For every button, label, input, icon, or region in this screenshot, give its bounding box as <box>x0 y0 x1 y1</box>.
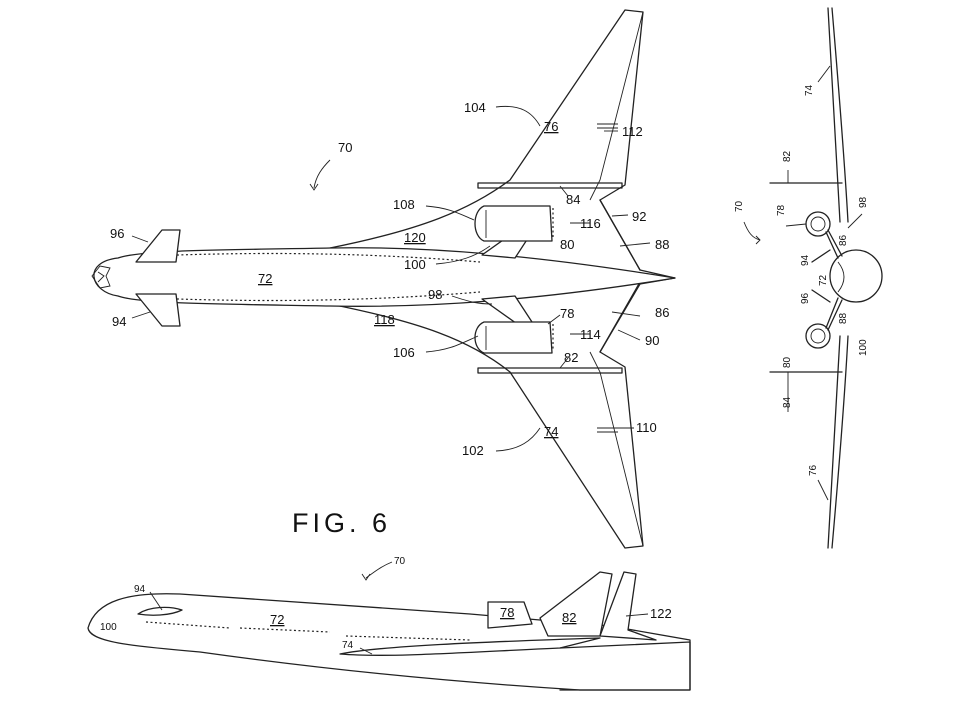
label-94: 94 <box>112 314 126 329</box>
front-lower-wing <box>827 335 849 549</box>
upper-engine <box>474 205 553 242</box>
label-104: 104 <box>464 100 486 115</box>
label-108: 108 <box>393 197 415 212</box>
front-label-100: 100 <box>858 339 869 356</box>
lower-wing <box>329 281 644 549</box>
label-92: 92 <box>632 209 646 224</box>
front-label-96: 96 <box>800 292 811 304</box>
front-view-leaders <box>743 65 863 501</box>
label-86: 86 <box>655 305 669 320</box>
lower-engine <box>474 321 553 354</box>
cockpit <box>91 265 111 289</box>
label-70: 70 <box>338 140 352 155</box>
lower-fin <box>477 367 623 374</box>
label-90: 90 <box>645 333 659 348</box>
figure-title: FIG. 6 <box>292 508 391 538</box>
label-88: 88 <box>655 237 669 252</box>
side-wing <box>339 637 601 656</box>
side-canard <box>137 606 183 616</box>
side-label-122: 122 <box>650 606 672 621</box>
side-view-labels: 70 94 100 72 74 78 82 122 <box>100 556 672 651</box>
upper-aileron <box>597 123 618 129</box>
front-fuselage <box>829 249 883 303</box>
top-view-leaders <box>131 105 651 452</box>
side-label-74: 74 <box>342 640 354 651</box>
side-label-78: 78 <box>500 605 514 620</box>
label-102: 102 <box>462 443 484 458</box>
side-aft-block <box>559 641 691 691</box>
upper-canard <box>135 229 181 263</box>
label-118: 118 <box>374 312 395 327</box>
front-label-76: 76 <box>808 464 819 476</box>
label-84: 84 <box>566 192 580 207</box>
label-110: 110 <box>636 420 657 435</box>
label-114: 114 <box>580 327 601 342</box>
side-view: 70 94 100 72 74 78 82 122 <box>87 556 691 691</box>
label-82: 82 <box>564 350 578 365</box>
side-label-82: 82 <box>562 610 576 625</box>
side-view-leaders <box>149 561 649 655</box>
side-engine <box>487 601 533 629</box>
label-80: 80 <box>560 237 574 252</box>
label-72: 72 <box>258 271 272 286</box>
side-tail <box>599 571 657 641</box>
side-windows-fore <box>145 621 231 629</box>
lower-wing-trailing <box>589 351 644 547</box>
side-label-100: 100 <box>100 622 117 633</box>
front-lower-engine <box>805 323 831 349</box>
front-label-78: 78 <box>776 204 787 216</box>
fuselage <box>93 247 676 307</box>
upper-wing <box>329 9 644 271</box>
front-fuselage-detail <box>837 261 845 293</box>
label-116: 116 <box>580 216 601 231</box>
front-pylons <box>825 229 843 331</box>
upper-window-row <box>149 252 481 263</box>
upper-wing-trailing <box>589 11 644 201</box>
label-106: 106 <box>393 345 415 360</box>
front-label-70: 70 <box>734 200 745 212</box>
label-74: 74 <box>544 424 558 439</box>
lower-window-row <box>149 291 481 302</box>
label-112: 112 <box>622 124 643 139</box>
side-fuselage <box>87 593 691 691</box>
label-96: 96 <box>110 226 124 241</box>
label-98: 98 <box>428 287 442 302</box>
front-label-82: 82 <box>782 150 793 162</box>
label-76: 76 <box>544 119 558 134</box>
front-upper-wing <box>827 7 849 223</box>
front-label-84: 84 <box>782 396 793 408</box>
side-windows-mid <box>239 627 331 633</box>
upper-fin <box>477 182 623 189</box>
front-label-98: 98 <box>858 196 869 208</box>
label-78: 78 <box>560 306 574 321</box>
side-label-72: 72 <box>270 612 284 627</box>
front-label-86: 86 <box>838 234 849 246</box>
front-label-94: 94 <box>800 254 811 266</box>
front-label-88: 88 <box>838 312 849 324</box>
top-view-labels: 70 104 76 112 84 108 116 92 120 80 88 10… <box>110 100 669 458</box>
lower-canard <box>135 293 181 327</box>
label-120: 120 <box>404 230 426 245</box>
front-label-74: 74 <box>804 84 815 96</box>
side-label-94: 94 <box>134 584 146 595</box>
label-100: 100 <box>404 257 426 272</box>
front-canards <box>811 249 831 303</box>
side-fin <box>539 571 613 637</box>
top-view: 70 104 76 112 84 108 116 92 120 80 88 10… <box>91 9 676 549</box>
front-view: 74 82 70 78 98 86 94 72 96 88 80 100 84 … <box>734 7 883 549</box>
front-label-72: 72 <box>818 274 829 286</box>
front-label-80: 80 <box>782 356 793 368</box>
front-view-labels: 74 82 70 78 98 86 94 72 96 88 80 100 84 … <box>734 84 869 476</box>
side-label-70: 70 <box>394 556 406 567</box>
